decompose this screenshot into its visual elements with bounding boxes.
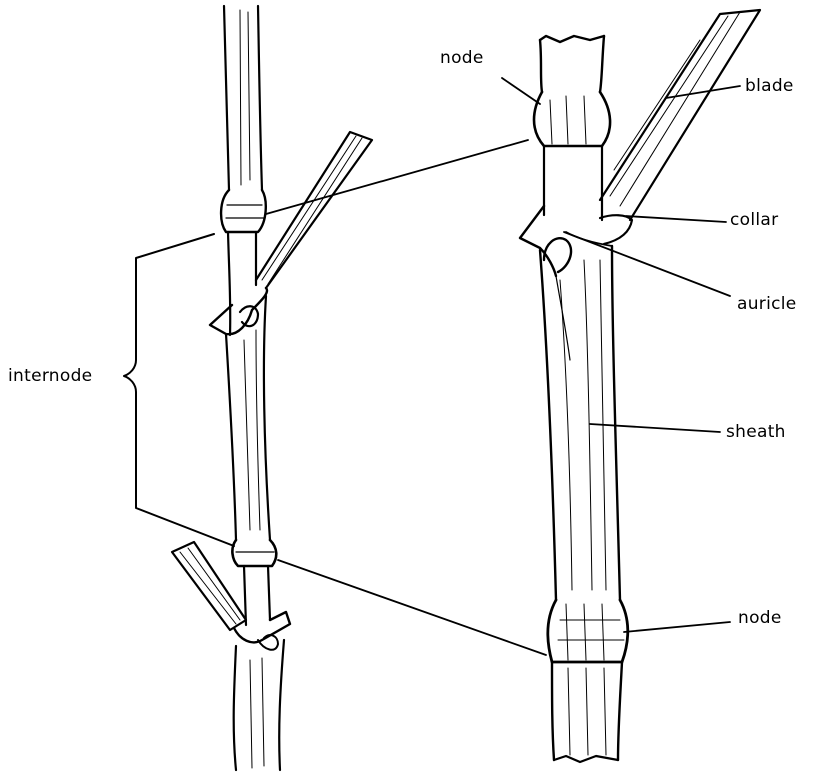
right-auricle-curl xyxy=(544,238,571,272)
left-collar xyxy=(210,288,267,334)
enlargement-guide-lines xyxy=(266,140,546,655)
right-ligule xyxy=(566,232,612,246)
right-blade xyxy=(600,10,760,220)
left-lower-culm xyxy=(244,566,270,625)
right-upper-culm xyxy=(544,146,602,220)
right-blade-veins xyxy=(610,12,740,206)
leader-sheath xyxy=(590,424,720,432)
left-bottom-culm-left-edge xyxy=(234,646,236,770)
left-blade xyxy=(256,132,372,288)
label-auricle: auricle xyxy=(737,296,797,313)
label-internode: internode xyxy=(8,368,92,385)
right-bottom-node-bands xyxy=(558,620,624,640)
left-bottom-culm-hatching xyxy=(250,658,264,768)
left-bottom-culm-right-edge xyxy=(279,640,284,770)
left-lower-leaf-veins xyxy=(180,548,240,624)
left-internode-left-edge xyxy=(228,232,230,335)
left-upper-node xyxy=(221,190,266,232)
right-sheath-right-edge xyxy=(612,246,620,600)
right-bottom-culm-hatching xyxy=(568,668,606,755)
left-culm-top-right-edge xyxy=(258,6,262,190)
guide-line-bottom xyxy=(278,560,546,655)
label-node-top: node xyxy=(440,50,484,67)
left-lower-node xyxy=(232,540,276,566)
left-stem xyxy=(172,6,372,770)
label-node-bottom: node xyxy=(738,610,782,627)
internode-bracket xyxy=(124,234,234,546)
right-bottom-node-hatching xyxy=(566,604,604,660)
right-top-node xyxy=(534,92,610,146)
leader-node-bottom xyxy=(624,622,730,632)
right-sheath-left-edge xyxy=(540,250,556,600)
internode-bracket-line xyxy=(124,234,234,546)
label-sheath: sheath xyxy=(726,424,786,441)
label-blade: blade xyxy=(745,78,794,95)
right-stem xyxy=(520,10,760,762)
right-bottom-node xyxy=(548,600,628,662)
left-sheath-veins xyxy=(244,330,260,530)
right-top-node-hatching xyxy=(550,96,586,144)
right-collar xyxy=(600,215,632,244)
left-sheath-right-edge xyxy=(264,296,270,540)
right-sheath-inner-fold xyxy=(556,276,570,360)
left-upper-node-bands xyxy=(226,205,264,218)
leader-collar xyxy=(626,216,726,222)
right-cut-top xyxy=(540,36,604,42)
left-culm-hatching xyxy=(240,10,250,185)
leader-blade xyxy=(666,86,740,98)
leader-auricle xyxy=(564,232,730,296)
left-culm-top-left-edge xyxy=(224,6,229,190)
guide-line-top xyxy=(266,140,528,214)
leader-node-top xyxy=(502,78,540,104)
right-bottom-cut xyxy=(554,756,618,762)
leader-lines xyxy=(502,78,740,632)
right-top-culm xyxy=(540,36,604,92)
left-sheath-left-edge xyxy=(226,334,236,540)
label-collar: collar xyxy=(730,212,778,229)
